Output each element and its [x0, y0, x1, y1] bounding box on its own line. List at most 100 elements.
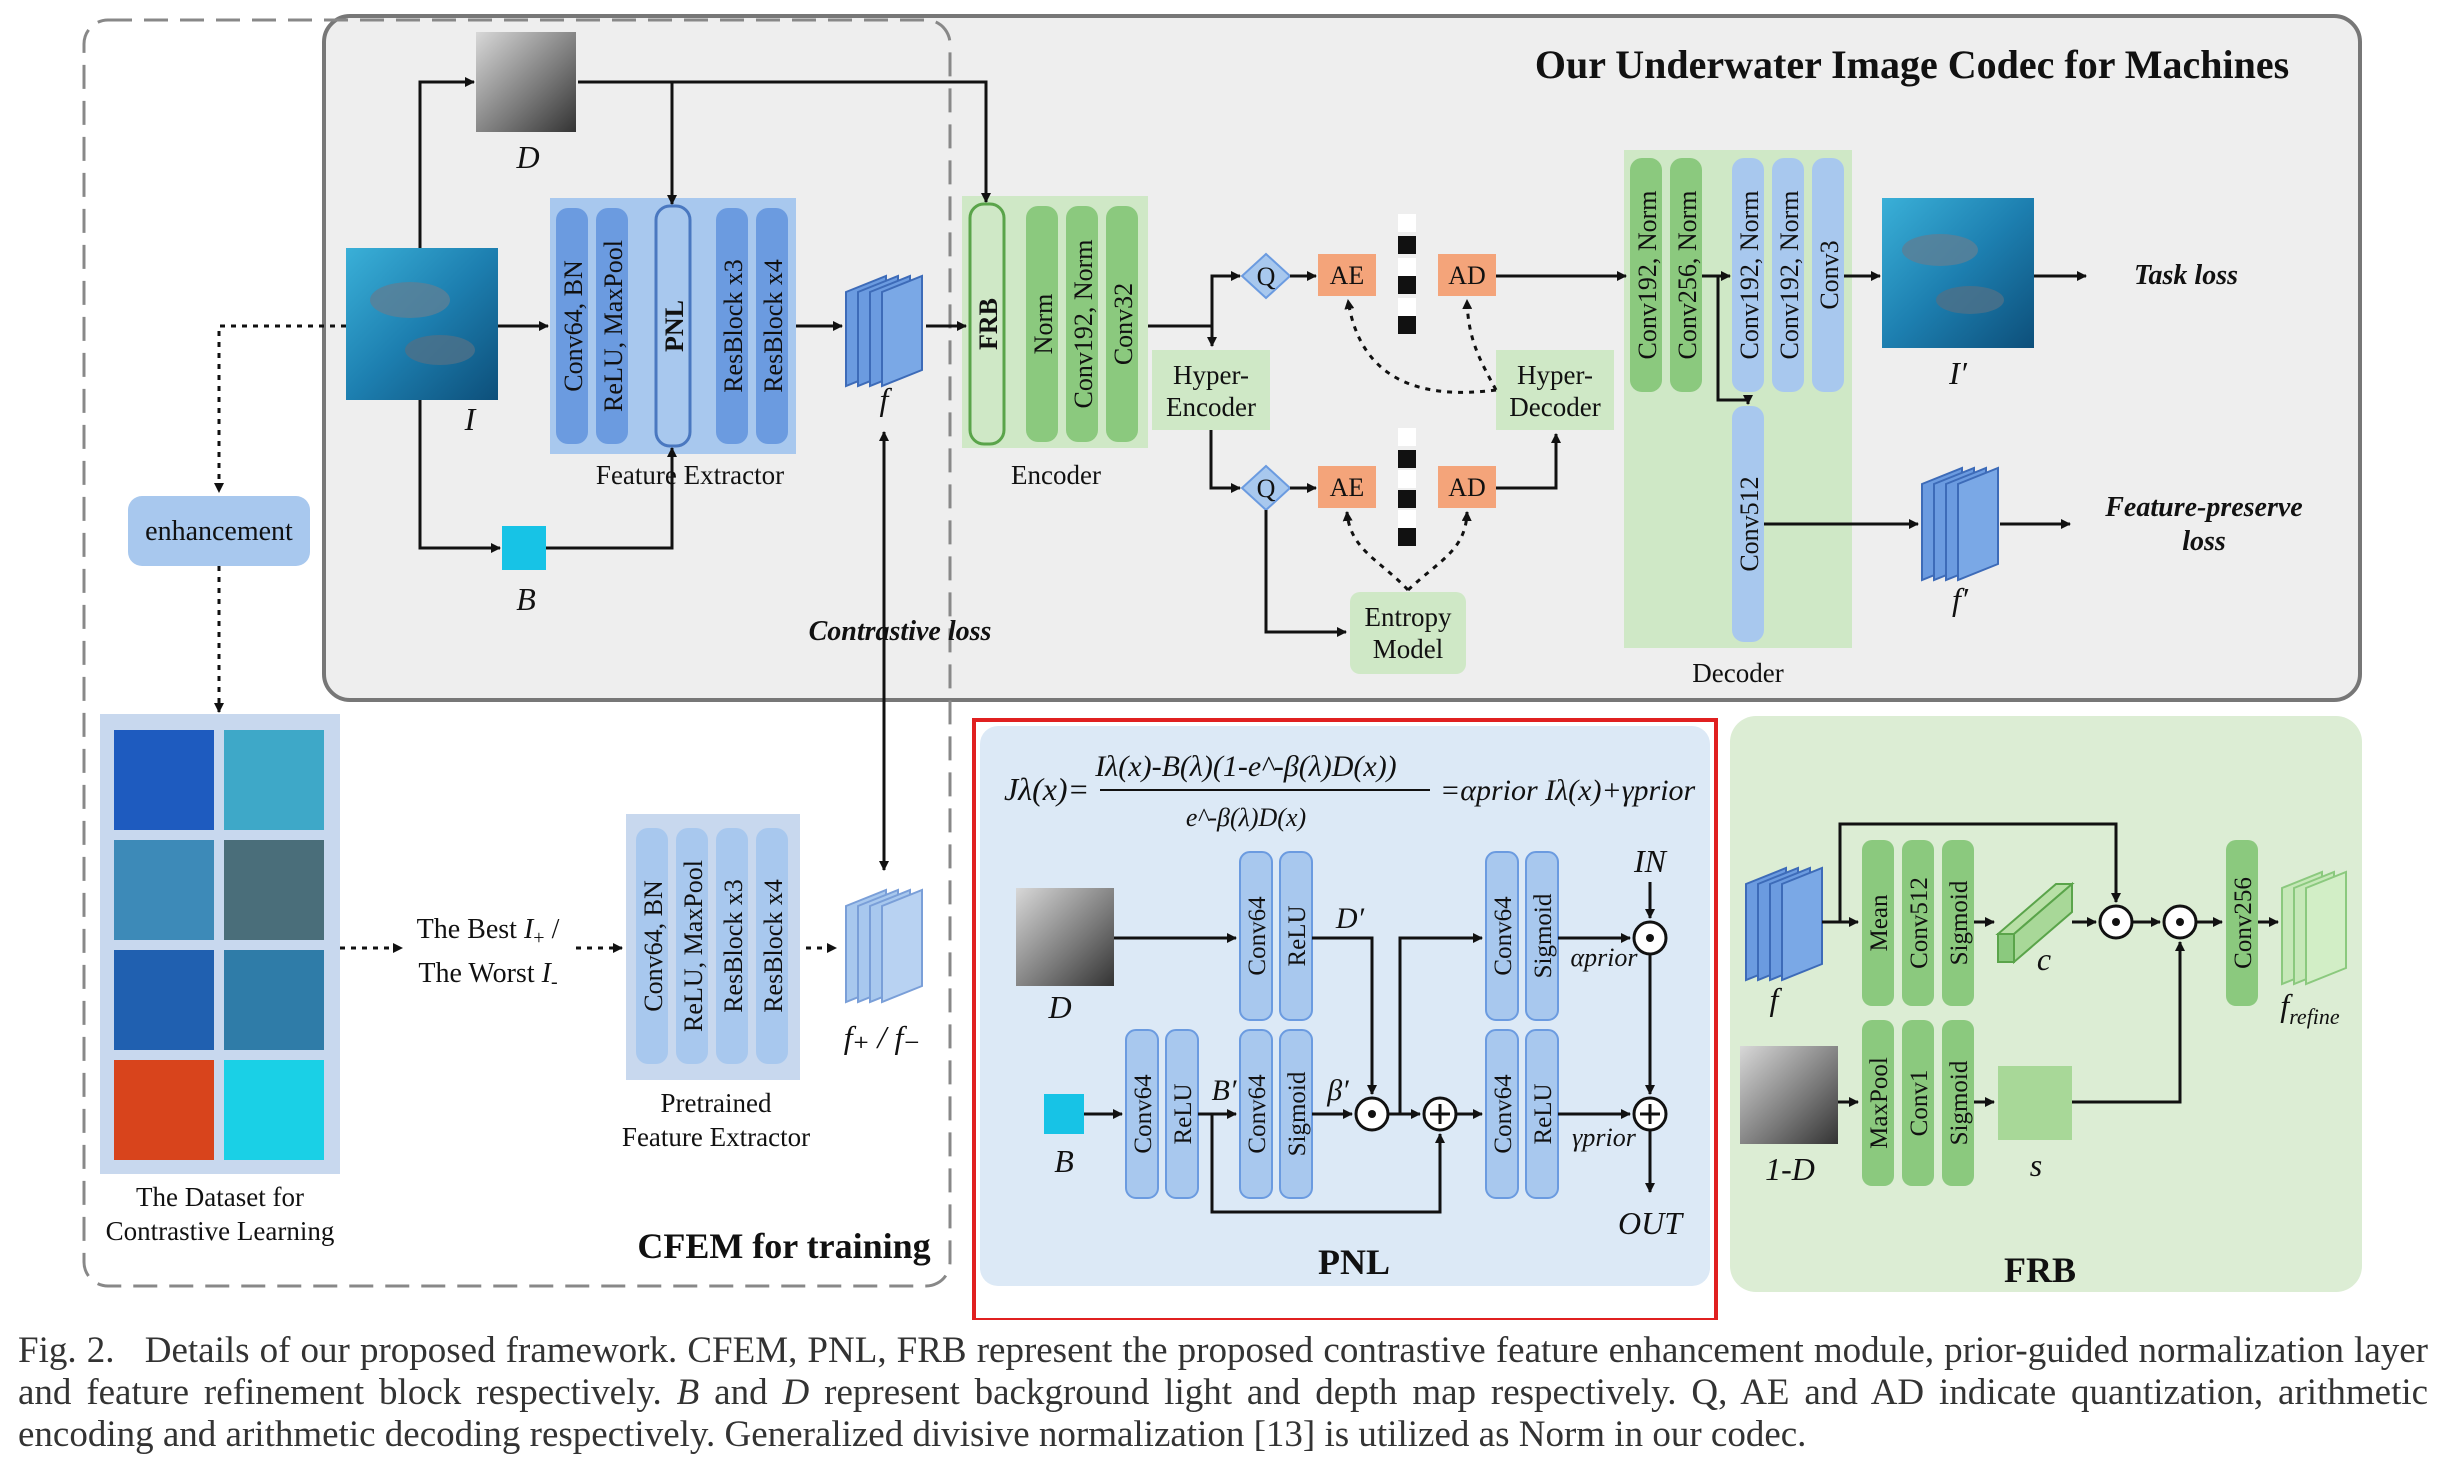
- ae-label-1: AE: [1330, 261, 1365, 290]
- fe-block-pnl: [654, 204, 692, 448]
- label-B: B: [516, 581, 536, 617]
- pnl-mult-1-dot: [1368, 1110, 1376, 1118]
- pnl-label-out: OUT: [1618, 1205, 1684, 1241]
- encoder-label: Encoder: [1011, 460, 1101, 490]
- pretrained-label-2: Feature Extractor: [622, 1122, 810, 1152]
- pnl-d-relu-label: ReLU: [1284, 905, 1311, 966]
- frb-maxpool: [1862, 1020, 1894, 1186]
- frb-label-1-d: 1-D: [1765, 1151, 1815, 1187]
- pnl-gamma-conv-label: Conv64: [1490, 1074, 1517, 1154]
- pnl-alpha-conv: [1485, 851, 1519, 1021]
- eq-lhs: Jλ(x)=: [1004, 771, 1089, 807]
- pnl-title: PNL: [1318, 1242, 1390, 1282]
- rfish-shape-1: [1902, 234, 1978, 266]
- eq-numerator: Iλ(x)-B(λ)(1-e^-β(λ)D(x)): [1094, 750, 1396, 783]
- dec-block-conv512: [1732, 406, 1764, 642]
- label-I: I: [464, 401, 477, 437]
- pnl-label-alpha-prior: αprior: [1570, 943, 1638, 972]
- pnl-label-B: B: [1054, 1143, 1074, 1179]
- pre-label-1: ReLU, MaxPool: [679, 860, 708, 1032]
- frb-feature-stack-refine: [2281, 870, 2347, 986]
- codec-title: Our Underwater Image Codec for Machines: [1535, 42, 2289, 87]
- dec-label-2: Conv192, Norm: [1735, 191, 1764, 360]
- pnl-b2-conv-label: Conv64: [1244, 1074, 1271, 1154]
- pre-label-2: ResBlock x3: [719, 879, 748, 1013]
- frb-inverse-depth-image: [1740, 1046, 1838, 1144]
- feature-preserve-loss-label-2: loss: [2182, 526, 2226, 557]
- frb-mean: [1862, 840, 1894, 1006]
- pre-block-0: [636, 828, 668, 1064]
- eq-denominator: e^-β(λ)D(x): [1186, 803, 1306, 832]
- frb-conv512: [1902, 840, 1934, 1006]
- enhancement-label: enhancement: [145, 516, 293, 547]
- background-light-square: [502, 526, 546, 570]
- fe-label-pnl: PNL: [660, 300, 689, 352]
- pnl-label-b-prime: B′: [1212, 1074, 1237, 1107]
- caption-b: B: [676, 1372, 700, 1413]
- ad-label-1: AD: [1448, 261, 1486, 290]
- entropy-model-label-2: Model: [1373, 634, 1444, 664]
- frb-label-c: c: [2037, 941, 2051, 977]
- frb-label-s: s: [2030, 1147, 2042, 1183]
- enc-label-frb: FRB: [974, 298, 1003, 350]
- frb-sigmoid-bottom: [1942, 1020, 1974, 1186]
- dataset-thumbnails: [114, 730, 324, 1160]
- fe-label-4: ResBlock x4: [759, 259, 788, 393]
- entropy-model-box: [1350, 592, 1466, 674]
- q-label-1: Q: [1257, 262, 1276, 291]
- pnl-b2-sig-label: Sigmoid: [1284, 1071, 1311, 1156]
- pnl-b-square: [1044, 1094, 1084, 1134]
- ae-box-1: [1318, 254, 1376, 296]
- pnl-mult-2-dot: [1646, 934, 1654, 942]
- dec-block-4: [1812, 158, 1844, 392]
- pnl-d-conv-label: Conv64: [1244, 896, 1271, 976]
- enc-label-2: Conv192, Norm: [1069, 240, 1098, 409]
- pnl-gamma-relu-label: ReLU: [1530, 1083, 1557, 1144]
- hyper-encoder-box: [1152, 350, 1270, 430]
- enc-block-frb: [968, 202, 1006, 446]
- pnl-label-gamma-prior: γprior: [1572, 1123, 1637, 1152]
- frb-feature-stack-f: [1745, 866, 1823, 982]
- frb-sig-bottom-label: Sigmoid: [1946, 1060, 1973, 1145]
- dec-block-3: [1772, 158, 1804, 392]
- hyper-encoder-label-1: Hyper-: [1173, 360, 1249, 390]
- depth-map-image: [476, 32, 576, 132]
- pre-label-0: Conv64, BN: [639, 880, 668, 1012]
- ae-box-2: [1318, 466, 1376, 508]
- label-I-prime: I′: [1948, 355, 1968, 391]
- feature-stack-f-prime: [1921, 466, 1999, 582]
- hyper-decoder-label-2: Decoder: [1509, 392, 1600, 422]
- contrastive-loss-label: Contrastive loss: [809, 616, 992, 647]
- fish-shape-2: [405, 335, 475, 365]
- framework-diagram: Our Underwater Image Codec for Machines …: [82, 14, 2362, 1320]
- dec-label-3: Conv192, Norm: [1775, 191, 1804, 360]
- dec-label-conv512: Conv512: [1735, 476, 1764, 571]
- frb-sig-top-label: Sigmoid: [1946, 880, 1973, 965]
- q-diamond-1: [1240, 252, 1292, 300]
- enc-block-3: [1106, 206, 1138, 442]
- frb-c-vector: [1995, 881, 2075, 965]
- pnl-b-conv: [1125, 1029, 1159, 1199]
- dec-block-0: [1630, 158, 1662, 392]
- enhancement-box: [128, 496, 310, 566]
- pre-block-2: [716, 828, 748, 1064]
- ad-box-2: [1438, 466, 1496, 508]
- pnl-b-conv-label: Conv64: [1130, 1074, 1157, 1154]
- feature-stack-f-plus-minus: [845, 888, 923, 1004]
- entropy-model-label-1: Entropy: [1365, 602, 1452, 632]
- task-loss-label: Task loss: [2134, 260, 2238, 291]
- feature-extractor-label: Feature Extractor: [596, 460, 784, 490]
- pre-block-3: [756, 828, 788, 1064]
- pnl-d-relu: [1279, 851, 1313, 1021]
- decoder-label: Decoder: [1692, 658, 1783, 688]
- frb-conv256: [2226, 840, 2258, 1006]
- label-f-prime: f′: [1952, 581, 1969, 617]
- dec-label-0: Conv192, Norm: [1633, 191, 1662, 360]
- enc-block-2: [1066, 206, 1098, 442]
- q-label-2: Q: [1257, 474, 1276, 503]
- frb-s-map: [1998, 1066, 2072, 1140]
- fe-block-3: [716, 208, 748, 444]
- dataset-label-2: Contrastive Learning: [106, 1216, 335, 1246]
- dec-block-2: [1732, 158, 1764, 392]
- pre-block-1: [676, 828, 708, 1064]
